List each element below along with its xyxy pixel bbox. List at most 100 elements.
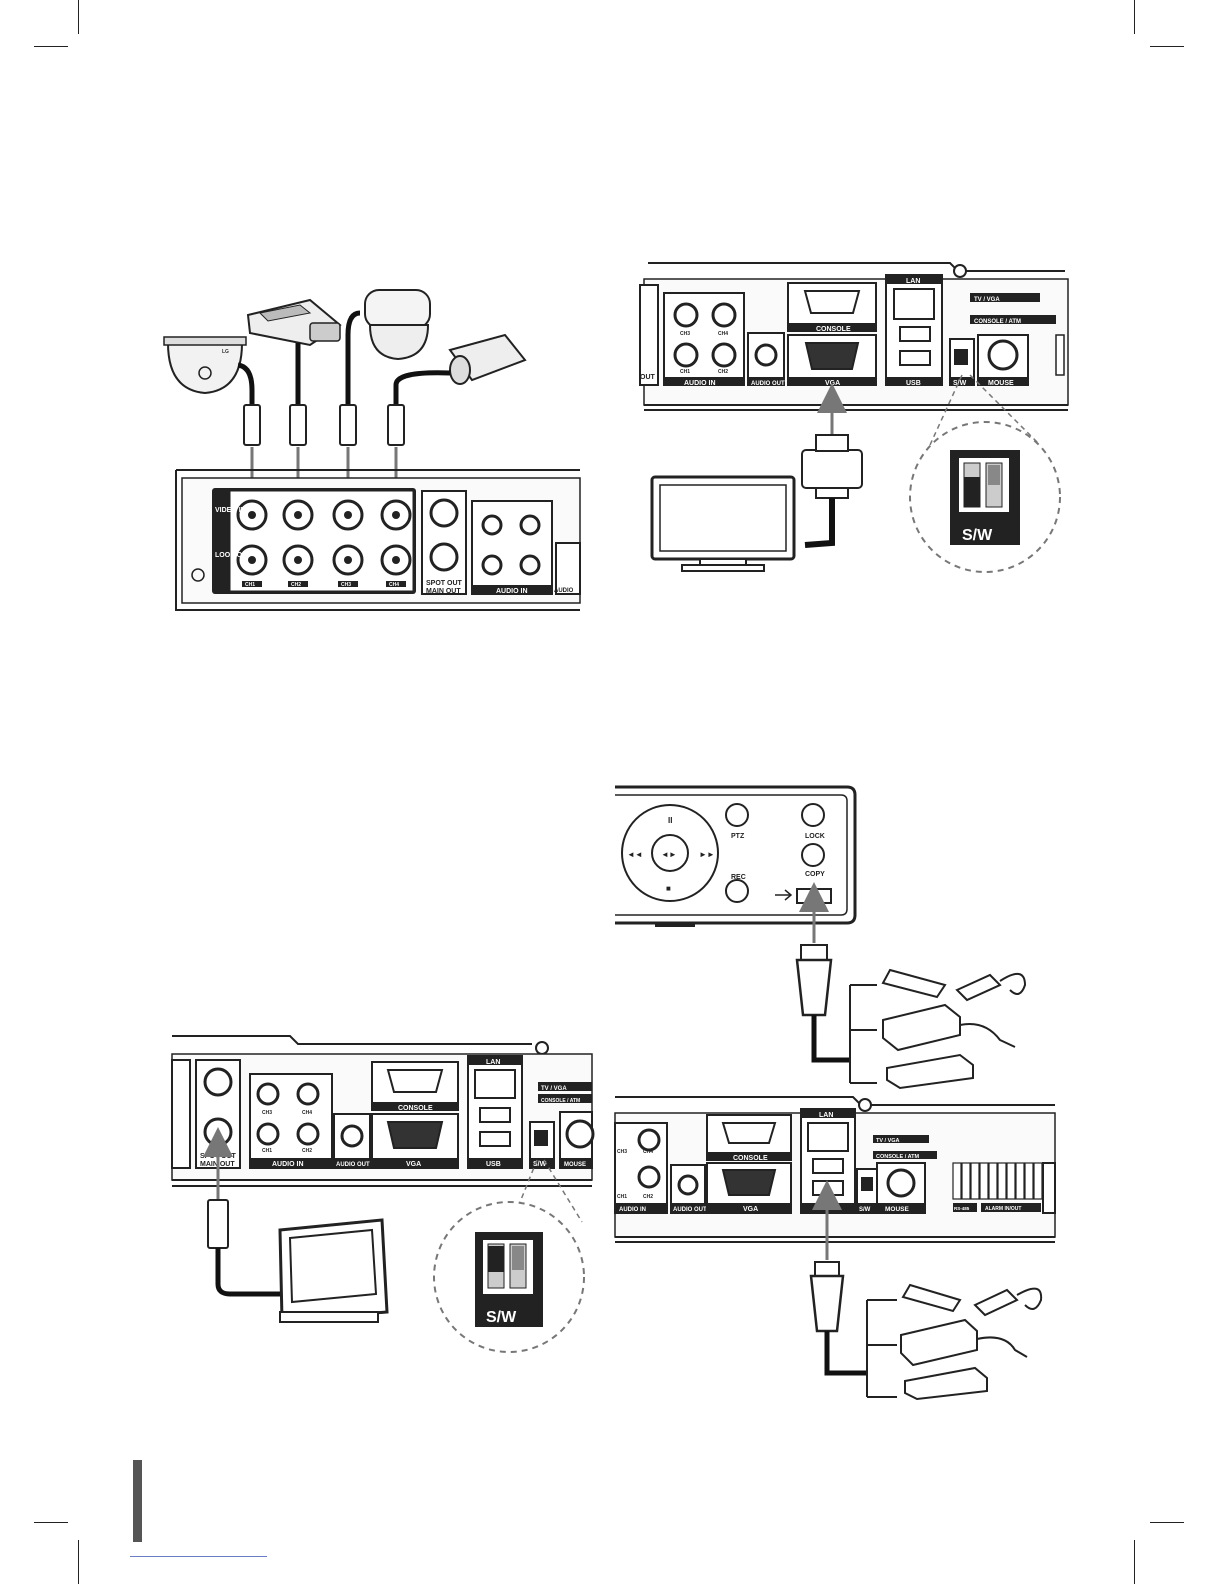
crt-tv-icon bbox=[280, 1220, 387, 1322]
svg-text:AUDIO IN: AUDIO IN bbox=[496, 588, 528, 595]
svg-text:AUDIO: AUDIO bbox=[554, 588, 574, 594]
crop-mark bbox=[1134, 0, 1135, 34]
svg-text:LAN: LAN bbox=[906, 278, 920, 285]
svg-text:ALARM IN/OUT: ALARM IN/OUT bbox=[985, 1206, 1021, 1212]
crop-mark bbox=[78, 0, 79, 34]
svg-text:►►: ►► bbox=[699, 850, 715, 859]
svg-text:S/W: S/W bbox=[859, 1207, 871, 1213]
spot-out-diagram: SPOT OUT MAIN OUT CH3 CH4 CH1 CH2 AUDIO … bbox=[172, 1032, 592, 1362]
svg-text:REC: REC bbox=[731, 874, 746, 881]
svg-text:LAN: LAN bbox=[486, 1059, 500, 1066]
svg-text:AUDIO OUT: AUDIO OUT bbox=[673, 1207, 707, 1213]
svg-text:LOOP OUT: LOOP OUT bbox=[215, 552, 252, 559]
svg-text:CH4: CH4 bbox=[302, 1110, 312, 1116]
svg-text:CH3: CH3 bbox=[617, 1149, 627, 1155]
svg-text:CH1: CH1 bbox=[680, 369, 690, 375]
svg-text:COPY: COPY bbox=[805, 871, 825, 878]
svg-text:II: II bbox=[668, 816, 672, 825]
svg-text:AUDIO OUT: AUDIO OUT bbox=[751, 381, 785, 387]
external-disk-drive-icon bbox=[905, 1368, 987, 1399]
zoom-camera-icon bbox=[450, 335, 525, 384]
svg-text:CONSOLE / ATM: CONSOLE / ATM bbox=[876, 1154, 920, 1160]
svg-text:CH4: CH4 bbox=[643, 1149, 653, 1155]
dome-camera-icon: LG bbox=[164, 337, 246, 393]
svg-text:VGA: VGA bbox=[825, 380, 840, 387]
svg-text:VIDEO IN: VIDEO IN bbox=[215, 507, 246, 514]
svg-text:CONSOLE / ATM: CONSOLE / ATM bbox=[541, 1098, 580, 1104]
svg-text:CH3: CH3 bbox=[262, 1110, 272, 1116]
svg-text:CH2: CH2 bbox=[718, 369, 728, 375]
svg-text:CH2: CH2 bbox=[643, 1194, 653, 1200]
sw-switch-zoom: S/W bbox=[434, 1202, 584, 1352]
crop-mark bbox=[1150, 1522, 1184, 1523]
video-input-diagram: LG bbox=[160, 285, 580, 625]
svg-text:CH1: CH1 bbox=[245, 582, 255, 588]
external-hdd-icon bbox=[883, 1005, 1015, 1050]
dvr-rear-panel: CH3 CH4 CH1 CH2 AUDIO IN AUDIO OUT CONSO… bbox=[615, 1097, 1055, 1242]
page-footer-line bbox=[130, 1556, 267, 1557]
svg-text:CH3: CH3 bbox=[680, 331, 690, 337]
svg-text:MOUSE: MOUSE bbox=[564, 1162, 586, 1168]
svg-text:MOUSE: MOUSE bbox=[988, 380, 1014, 387]
page-side-bar bbox=[133, 1460, 142, 1542]
svg-text:RS-485: RS-485 bbox=[954, 1206, 970, 1211]
sw-switch-zoom: S/W bbox=[910, 422, 1060, 572]
dvr-front-panel: II ◄◄ ►► ◄► ■ PTZ LOCK COPY REC bbox=[615, 787, 855, 927]
svg-text:SPOT OUT: SPOT OUT bbox=[426, 580, 463, 587]
svg-text:CONSOLE: CONSOLE bbox=[816, 326, 851, 333]
bnc-plug-icon bbox=[208, 1200, 228, 1248]
dvr-rear-panel: VIDEO IN LOOP OUT CH1 CH2 CH3 CH4 SPOT O… bbox=[176, 470, 580, 610]
svg-text:S/W: S/W bbox=[953, 380, 967, 387]
external-disk-drive-icon bbox=[887, 1055, 973, 1088]
svg-text:AUDIO IN: AUDIO IN bbox=[684, 380, 716, 387]
svg-text:CH4: CH4 bbox=[389, 582, 399, 588]
crop-mark bbox=[78, 1540, 79, 1584]
svg-text:CH2: CH2 bbox=[291, 582, 301, 588]
svg-text:CH4: CH4 bbox=[718, 331, 728, 337]
svg-text:S/W: S/W bbox=[962, 527, 993, 544]
rear-panel-usb-diagram: CH3 CH4 CH1 CH2 AUDIO IN AUDIO OUT CONSO… bbox=[615, 1095, 1055, 1400]
svg-text:LOCK: LOCK bbox=[805, 833, 825, 840]
crop-mark bbox=[1134, 1540, 1135, 1584]
svg-text:CONSOLE / ATM: CONSOLE / ATM bbox=[974, 319, 1021, 325]
svg-text:MAIN OUT: MAIN OUT bbox=[426, 588, 461, 595]
svg-text:CH3: CH3 bbox=[341, 582, 351, 588]
svg-text:OUT: OUT bbox=[640, 374, 656, 381]
svg-text:AUDIO IN: AUDIO IN bbox=[619, 1207, 646, 1213]
svg-text:TV / VGA: TV / VGA bbox=[876, 1138, 900, 1144]
external-hdd-icon bbox=[901, 1320, 1027, 1365]
bnc-plug-icon bbox=[244, 405, 404, 445]
svg-text:◄►: ◄► bbox=[661, 850, 677, 859]
svg-text:CONSOLE: CONSOLE bbox=[733, 1155, 768, 1162]
usb-flash-drive-icon bbox=[883, 970, 1025, 1000]
vga-connection-diagram: OUT CH3 CH4 CH1 CH2 AUDIO IN AUDIO OUT C… bbox=[640, 255, 1070, 580]
svg-text:S/W: S/W bbox=[486, 1309, 517, 1326]
svg-text:TV / VGA: TV / VGA bbox=[974, 297, 1000, 303]
monitor-icon bbox=[652, 477, 794, 571]
svg-text:LAN: LAN bbox=[819, 1112, 833, 1119]
front-panel-usb-diagram: II ◄◄ ►► ◄► ■ PTZ LOCK COPY REC bbox=[615, 785, 1045, 1090]
svg-text:TV / VGA: TV / VGA bbox=[541, 1086, 567, 1092]
svg-text:CONSOLE: CONSOLE bbox=[398, 1105, 433, 1112]
svg-text:USB: USB bbox=[486, 1161, 501, 1168]
svg-text:AUDIO OUT: AUDIO OUT bbox=[336, 1162, 370, 1168]
usb-plug-icon bbox=[797, 945, 831, 1015]
svg-text:AUDIO IN: AUDIO IN bbox=[272, 1161, 304, 1168]
svg-text:VGA: VGA bbox=[406, 1161, 421, 1168]
crop-mark bbox=[34, 46, 68, 47]
crop-mark bbox=[34, 1522, 68, 1523]
svg-text:LG: LG bbox=[222, 349, 229, 355]
svg-text:CH1: CH1 bbox=[617, 1194, 627, 1200]
dvr-rear-panel: SPOT OUT MAIN OUT CH3 CH4 CH1 CH2 AUDIO … bbox=[172, 1036, 593, 1186]
dvr-rear-panel: OUT CH3 CH4 CH1 CH2 AUDIO IN AUDIO OUT C… bbox=[640, 263, 1068, 410]
svg-text:MOUSE: MOUSE bbox=[885, 1206, 910, 1213]
svg-text:PTZ: PTZ bbox=[731, 833, 745, 840]
svg-text:◄◄: ◄◄ bbox=[627, 850, 643, 859]
svg-text:CH1: CH1 bbox=[262, 1148, 272, 1154]
usb-plug-icon bbox=[811, 1262, 843, 1331]
box-camera-icon bbox=[248, 300, 340, 345]
vga-plug-icon bbox=[802, 435, 862, 498]
svg-text:USB: USB bbox=[906, 380, 921, 387]
crop-mark bbox=[1150, 46, 1184, 47]
ptz-dome-camera-icon bbox=[365, 290, 430, 359]
